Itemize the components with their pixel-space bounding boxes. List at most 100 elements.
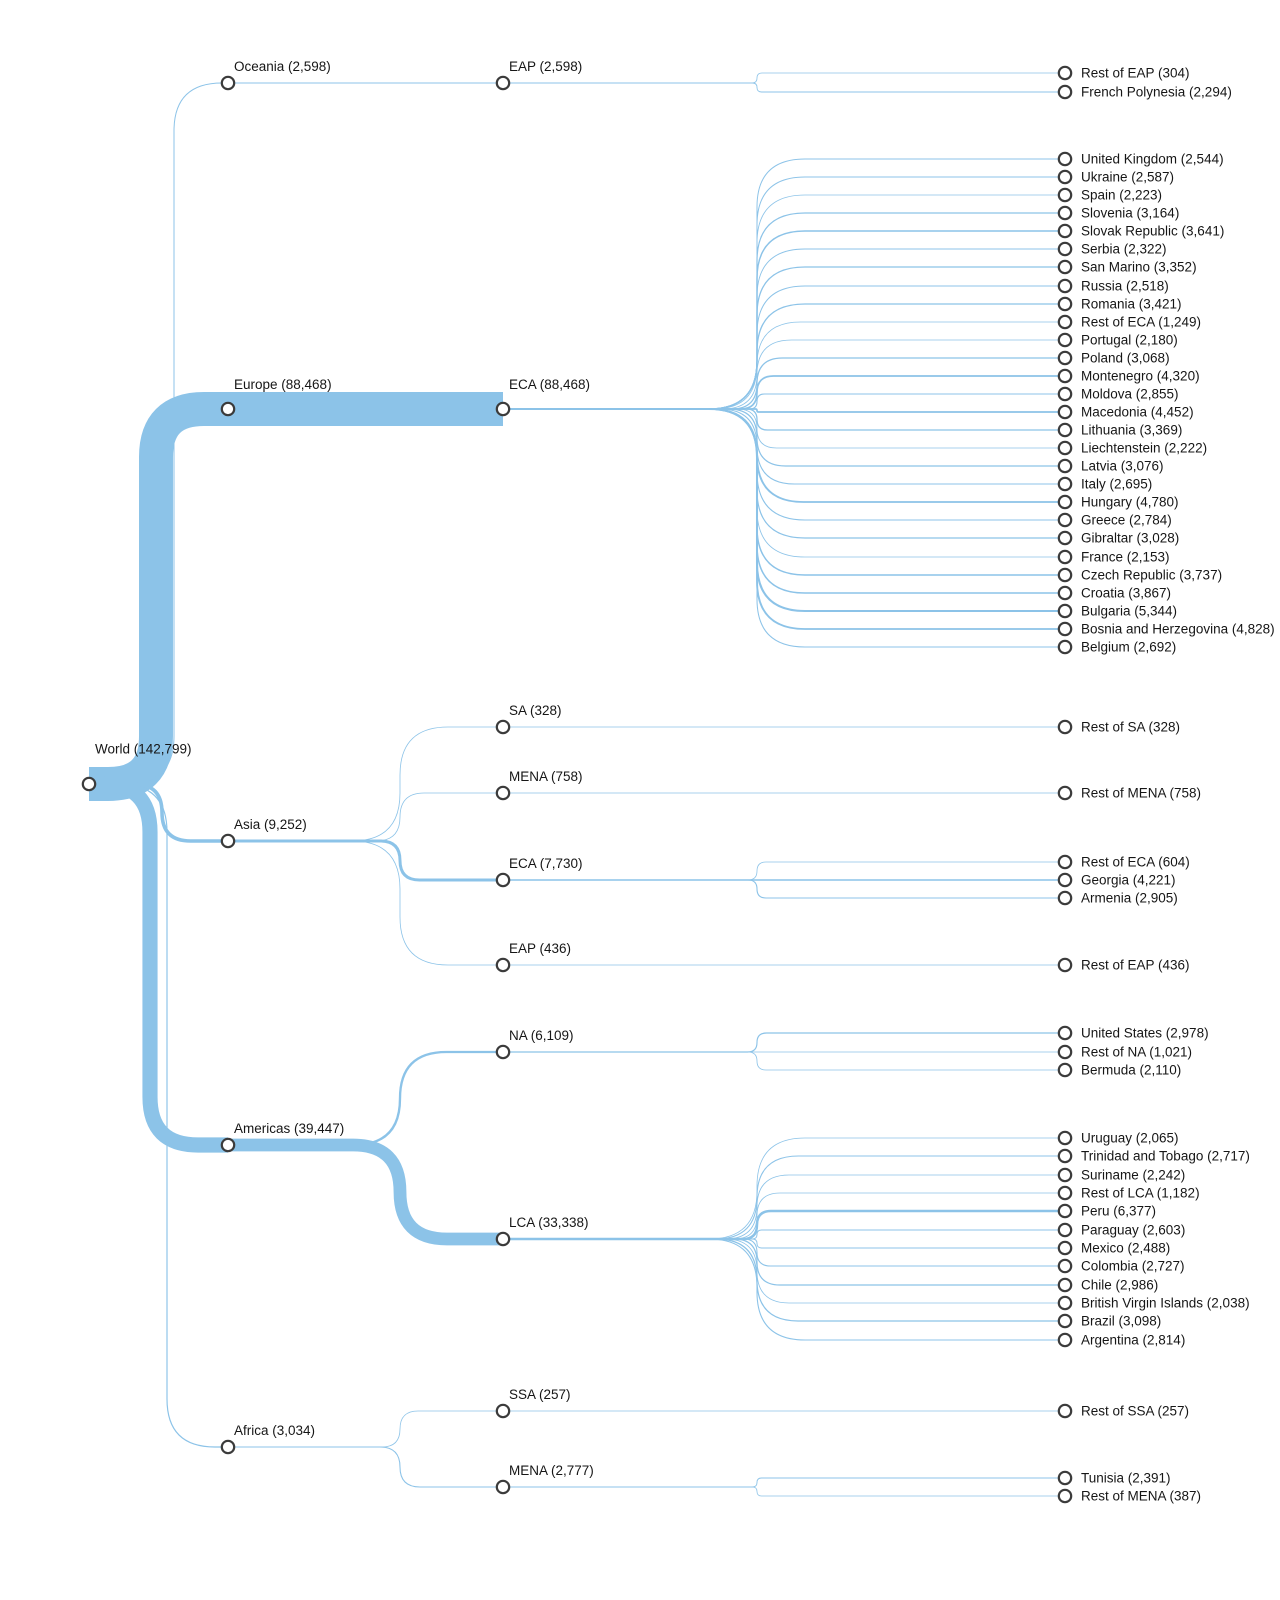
tree-node-spain[interactable] (1057, 187, 1073, 203)
node-label-brazil: Brazil (3,098) (1081, 1314, 1161, 1329)
tree-node-africa[interactable] (220, 1439, 236, 1455)
tree-node-trinidad-and-tobago[interactable] (1057, 1148, 1073, 1164)
tree-node-bosnia-and-herzegovina[interactable] (1057, 621, 1073, 637)
tree-node-romania[interactable] (1057, 296, 1073, 312)
tree-node-united-states[interactable] (1057, 1025, 1073, 1041)
tree-node-rest-of-na[interactable] (1057, 1044, 1073, 1060)
node-label-san-marino: San Marino (3,352) (1081, 260, 1197, 275)
tree-node-lithuania[interactable] (1057, 422, 1073, 438)
node-label-italy: Italy (2,695) (1081, 477, 1152, 492)
tree-node-americas[interactable] (220, 1137, 236, 1153)
tree-node-asia[interactable] (220, 833, 236, 849)
tree-node-gibraltar[interactable] (1057, 530, 1073, 546)
tree-node-rest-of-eap[interactable] (1057, 65, 1073, 81)
tree-node-ssa[interactable] (495, 1403, 511, 1419)
tree-node-europe[interactable] (220, 401, 236, 417)
node-label-colombia: Colombia (2,727) (1081, 1259, 1185, 1274)
tree-node-na[interactable] (495, 1044, 511, 1060)
tree-node-world[interactable] (81, 776, 97, 792)
tree-node-british-virgin-islands[interactable] (1057, 1295, 1073, 1311)
tree-node-slovak-republic[interactable] (1057, 223, 1073, 239)
labels-layer: World (142,799)Oceania (2,598)EAP (2,598… (95, 59, 1275, 1504)
tree-node-suriname[interactable] (1057, 1167, 1073, 1183)
tree-node-greece[interactable] (1057, 512, 1073, 528)
tree-node-mena[interactable] (495, 785, 511, 801)
tree-node-france[interactable] (1057, 549, 1073, 565)
node-label-united-states: United States (2,978) (1081, 1026, 1209, 1041)
tree-node-united-kingdom[interactable] (1057, 151, 1073, 167)
tree-node-macedonia[interactable] (1057, 404, 1073, 420)
tree-node-uruguay[interactable] (1057, 1130, 1073, 1146)
tree-node-eca[interactable] (495, 401, 511, 417)
tree-node-ukraine[interactable] (1057, 169, 1073, 185)
flow-link-eca-moldova (503, 393, 1065, 410)
tree-node-eap[interactable] (495, 75, 511, 91)
tree-node-poland[interactable] (1057, 350, 1073, 366)
tree-node-croatia[interactable] (1057, 585, 1073, 601)
tree-node-rest-of-lca[interactable] (1057, 1185, 1073, 1201)
tree-node-belgium[interactable] (1057, 639, 1073, 655)
tree-node-eca[interactable] (495, 872, 511, 888)
tree-node-slovenia[interactable] (1057, 205, 1073, 221)
tree-node-oceania[interactable] (220, 75, 236, 91)
tree-node-argentina[interactable] (1057, 1332, 1073, 1348)
flow-link-eca-ukraine (503, 176, 1065, 410)
tree-node-colombia[interactable] (1057, 1258, 1073, 1274)
tree-node-french-polynesia[interactable] (1057, 84, 1073, 100)
tree-node-rest-of-sa[interactable] (1057, 719, 1073, 735)
tree-node-bulgaria[interactable] (1057, 603, 1073, 619)
tree-node-tunisia[interactable] (1057, 1470, 1073, 1486)
flow-link-lca-argentina (503, 1238, 1065, 1341)
node-label-bulgaria: Bulgaria (5,344) (1081, 604, 1177, 619)
tree-node-rest-of-mena[interactable] (1057, 1488, 1073, 1504)
tree-node-peru[interactable] (1057, 1203, 1073, 1219)
node-label-bosnia-and-herzegovina: Bosnia and Herzegovina (4,828) (1081, 622, 1275, 637)
tree-node-portugal[interactable] (1057, 332, 1073, 348)
flow-link-eca-greece (503, 408, 1065, 521)
tree-node-rest-of-eca[interactable] (1057, 314, 1073, 330)
tree-node-serbia[interactable] (1057, 241, 1073, 257)
tree-node-eap[interactable] (495, 957, 511, 973)
tree-node-italy[interactable] (1057, 476, 1073, 492)
tree-node-latvia[interactable] (1057, 458, 1073, 474)
tree-node-montenegro[interactable] (1057, 368, 1073, 384)
tree-node-georgia[interactable] (1057, 872, 1073, 888)
tree-node-armenia[interactable] (1057, 890, 1073, 906)
flow-link-asia-eca (228, 839, 503, 882)
flow-link-eap-rest-of-eap (503, 72, 1065, 84)
flow-link-eca-liechtenstein (503, 408, 1065, 449)
node-label-trinidad-and-tobago: Trinidad and Tobago (2,717) (1081, 1149, 1250, 1164)
tree-node-rest-of-mena[interactable] (1057, 785, 1073, 801)
flow-link-eca-latvia (503, 408, 1065, 467)
tree-node-russia[interactable] (1057, 278, 1073, 294)
tree-node-brazil[interactable] (1057, 1313, 1073, 1329)
tree-node-rest-of-eap[interactable] (1057, 957, 1073, 973)
tree-node-sa[interactable] (495, 719, 511, 735)
tree-node-mena[interactable] (495, 1479, 511, 1495)
tree-node-rest-of-eca[interactable] (1057, 854, 1073, 870)
flow-link-eca-bosnia-and-herzegovina (503, 408, 1065, 630)
node-label-british-virgin-islands: British Virgin Islands (2,038) (1081, 1296, 1250, 1311)
tree-node-liechtenstein[interactable] (1057, 440, 1073, 456)
node-label-poland: Poland (3,068) (1081, 351, 1170, 366)
tree-node-chile[interactable] (1057, 1277, 1073, 1293)
flow-link-africa-ssa (228, 1410, 503, 1448)
tree-node-lca[interactable] (495, 1231, 511, 1247)
tree-node-czech-republic[interactable] (1057, 567, 1073, 583)
tree-node-paraguay[interactable] (1057, 1222, 1073, 1238)
flow-link-eca-united-kingdom (503, 158, 1065, 410)
node-label-ukraine: Ukraine (2,587) (1081, 170, 1174, 185)
node-label-rest-of-sa: Rest of SA (328) (1081, 720, 1180, 735)
flow-link-lca-chile (503, 1238, 1065, 1286)
flow-link-world-asia (89, 782, 228, 843)
tree-node-san-marino[interactable] (1057, 259, 1073, 275)
node-label-africa: Africa (3,034) (234, 1423, 315, 1438)
flow-link-eca-croatia (503, 408, 1065, 594)
tree-node-hungary[interactable] (1057, 494, 1073, 510)
tree-node-bermuda[interactable] (1057, 1062, 1073, 1078)
tree-node-mexico[interactable] (1057, 1240, 1073, 1256)
tree-node-moldova[interactable] (1057, 386, 1073, 402)
flow-link-asia-sa (228, 726, 503, 842)
node-label-hungary: Hungary (4,780) (1081, 495, 1179, 510)
tree-node-rest-of-ssa[interactable] (1057, 1403, 1073, 1419)
